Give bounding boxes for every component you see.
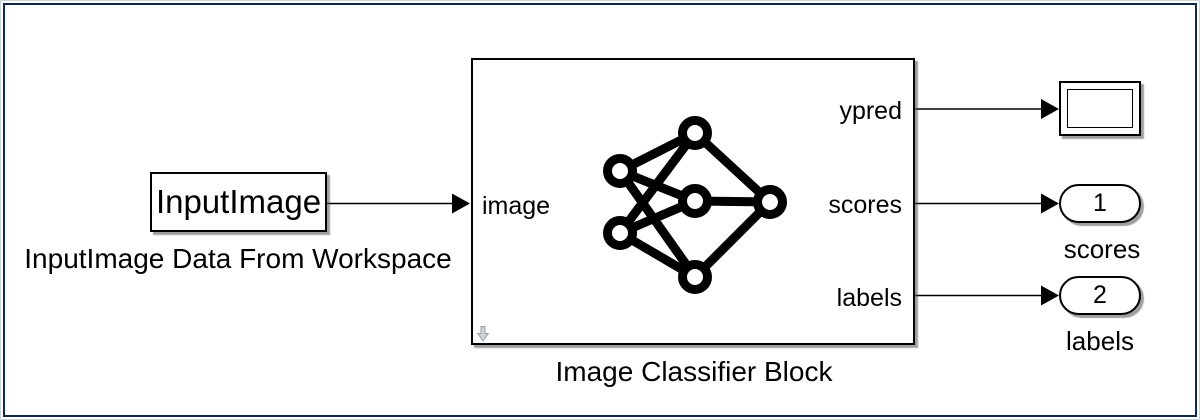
- outport-scores[interactable]: 1: [1059, 184, 1141, 223]
- outport-scores-caption: scores: [1063, 234, 1141, 264]
- wire-labels[interactable]: [915, 285, 1059, 306]
- arrowhead-icon: [1041, 285, 1059, 306]
- outport-labels[interactable]: 2: [1059, 276, 1141, 315]
- wire-ypred[interactable]: [915, 99, 1059, 119]
- down-arrow-badge[interactable]: [477, 326, 489, 342]
- wire-input-image[interactable]: [327, 193, 470, 214]
- display-block[interactable]: [1059, 81, 1141, 136]
- output-port-label-ypred: ypred: [839, 97, 902, 125]
- outport-labels-caption: labels: [1066, 326, 1134, 356]
- wire-scores[interactable]: [915, 193, 1059, 214]
- output-port-label-scores: scores: [828, 191, 902, 219]
- neural-network-icon: [603, 116, 787, 294]
- display-value-area: [1067, 89, 1133, 128]
- arrowhead-icon: [1041, 99, 1059, 119]
- from-workspace-caption: InputImage Data From Workspace: [24, 243, 452, 274]
- classifier-block-caption: Image Classifier Block: [555, 356, 833, 387]
- input-port-label-image: image: [482, 192, 551, 220]
- output-port-label-labels: labels: [836, 284, 902, 312]
- image-classifier-block[interactable]: image ypred scores labels: [471, 58, 915, 345]
- arrowhead-icon: [452, 193, 470, 214]
- arrowhead-icon: [1041, 193, 1059, 214]
- from-workspace-block[interactable]: InputImage: [150, 172, 327, 232]
